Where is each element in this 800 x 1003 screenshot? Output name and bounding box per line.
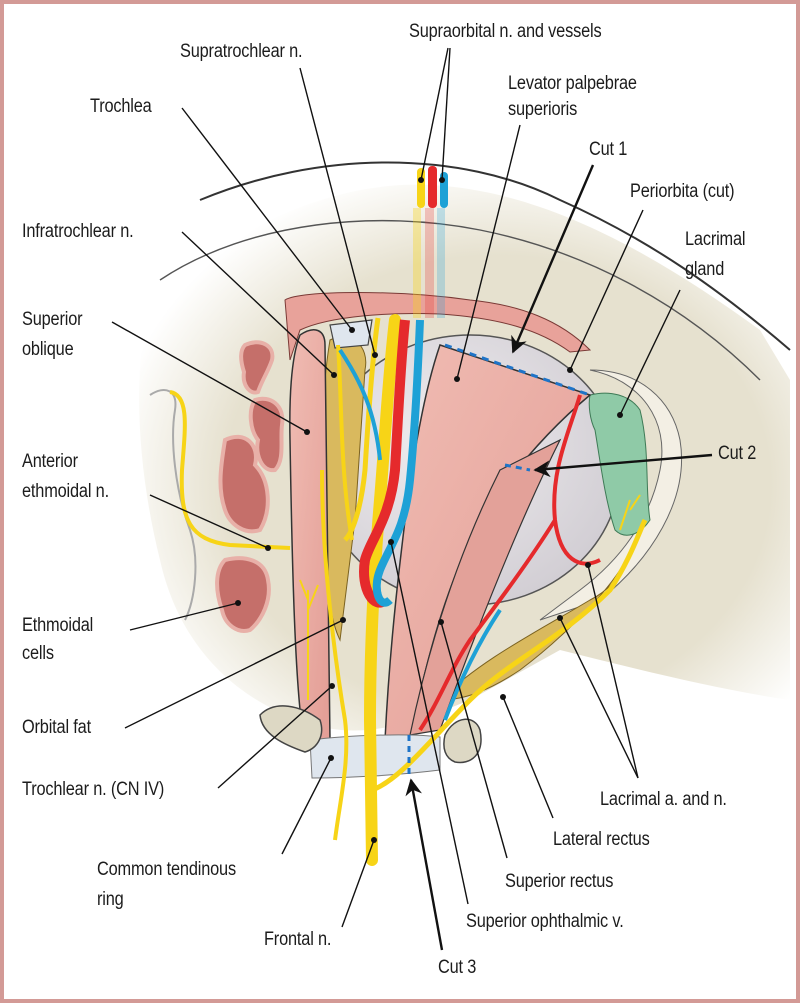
label-superior-rectus: Superior rectus (505, 871, 614, 892)
superior-rectus-muscle (409, 438, 562, 736)
leader-levator (456, 124, 521, 380)
label-common-tendinous-2: ring (97, 889, 124, 910)
ethmoid-cell-3 (218, 434, 270, 534)
label-levator-2: superioris (508, 99, 578, 120)
label-lacrimal-a-n: Lacrimal a. and n. (600, 789, 727, 810)
ethmoid-cell-4 (215, 556, 271, 633)
label-lacrimal-gland-1: Lacrimal (685, 229, 746, 250)
trochlear-nerve (320, 469, 349, 841)
leader-supratrochlear (299, 67, 376, 356)
label-trochlea: Trochlea (90, 96, 152, 117)
periosteum (284, 292, 592, 361)
label-orbital-fat: Orbital fat (22, 717, 91, 738)
label-cut2: Cut 2 (718, 443, 757, 464)
leader-orbital-fat (124, 619, 344, 729)
supraorbital-nerve-stub (417, 168, 425, 208)
label-supraorbital: Supraorbital n. and vessels (409, 21, 602, 42)
leader-anterior-ethmoidal (149, 494, 269, 549)
leader-common-tendinous (281, 757, 332, 855)
leader-trochlea (181, 107, 353, 331)
supraorbital-artery-stub (428, 166, 437, 208)
bone-fragment-right (443, 718, 482, 764)
skull-outline (199, 161, 791, 351)
lacrimal-nerve (371, 518, 648, 793)
label-lateral-rectus: Lateral rectus (553, 829, 650, 850)
label-trochlear-n: Trochlear n. (CN IV) (22, 779, 165, 800)
ophthalmic-artery (359, 319, 410, 608)
leader-infratrochlear (181, 231, 335, 376)
orbital-roof-inner (159, 219, 761, 381)
label-cut3: Cut 3 (438, 957, 477, 978)
label-ethmoidal-cells-1: Ethmoidal (22, 615, 94, 636)
ethmoid-cell-2 (248, 396, 285, 473)
leader-superior-oblique (111, 321, 308, 433)
leader-supraorbital-a (420, 47, 449, 181)
anterior-ethmoidal-nerve (169, 390, 291, 550)
leader-ethmoidal-cells (129, 602, 239, 631)
label-levator-1: Levator palpebrae (508, 73, 637, 94)
vein-branch (338, 348, 502, 721)
label-superior-ophthalmic-v: Superior ophthalmic v. (466, 911, 624, 932)
leader-frontal-n (341, 839, 375, 928)
label-supratrochlear: Supratrochlear n. (180, 41, 303, 62)
label-infratrochlear: Infratrochlear n. (22, 221, 134, 242)
leader-lateral-rectus (502, 696, 554, 819)
trochlea (329, 319, 373, 349)
label-periorbita: Periorbita (cut) (630, 181, 735, 202)
leader-superior-ophthalmic-v (390, 541, 469, 905)
leader-dots (235, 177, 623, 843)
leader-periorbita (569, 209, 644, 371)
leader-superior-rectus (440, 621, 508, 859)
cut-line-2 (504, 463, 531, 472)
label-common-tendinous-1: Common tendinous (97, 859, 236, 880)
lateral-wall (539, 369, 682, 621)
nerve-branches (299, 494, 641, 700)
label-ethmoidal-cells-2: cells (22, 643, 54, 664)
label-superior-oblique-1: Superior (22, 309, 83, 330)
leader-cut1 (511, 164, 595, 354)
superior-ophthalmic-vein (372, 319, 424, 607)
label-lacrimal-gland-2: gland (685, 259, 725, 280)
label-superior-oblique-2: oblique (22, 339, 74, 360)
frontal-nerve (363, 314, 401, 866)
lacrimal-gland (588, 392, 651, 536)
lacrimal-artery (418, 394, 601, 732)
leader-lines (111, 47, 713, 951)
label-anterior-ethmoidal-2: ethmoidal n. (22, 481, 109, 502)
label-cut1: Cut 1 (589, 139, 628, 160)
leader-lacrimal-gland (619, 289, 681, 416)
label-anterior-ethmoidal-1: Anterior (22, 451, 78, 472)
ethmoid-cell-1 (239, 340, 275, 395)
leader-cut3 (405, 778, 444, 951)
label-frontal-n: Frontal n. (264, 929, 332, 950)
leader-lacrimal-a-n-1 (587, 564, 639, 779)
leader-cut2 (533, 453, 713, 478)
leader-trochlear-n (217, 685, 333, 789)
infratrochlear-nerve (336, 344, 354, 541)
leader-supraorbital-b (441, 47, 451, 181)
leader-lacrimal-a-n-2 (559, 617, 639, 779)
